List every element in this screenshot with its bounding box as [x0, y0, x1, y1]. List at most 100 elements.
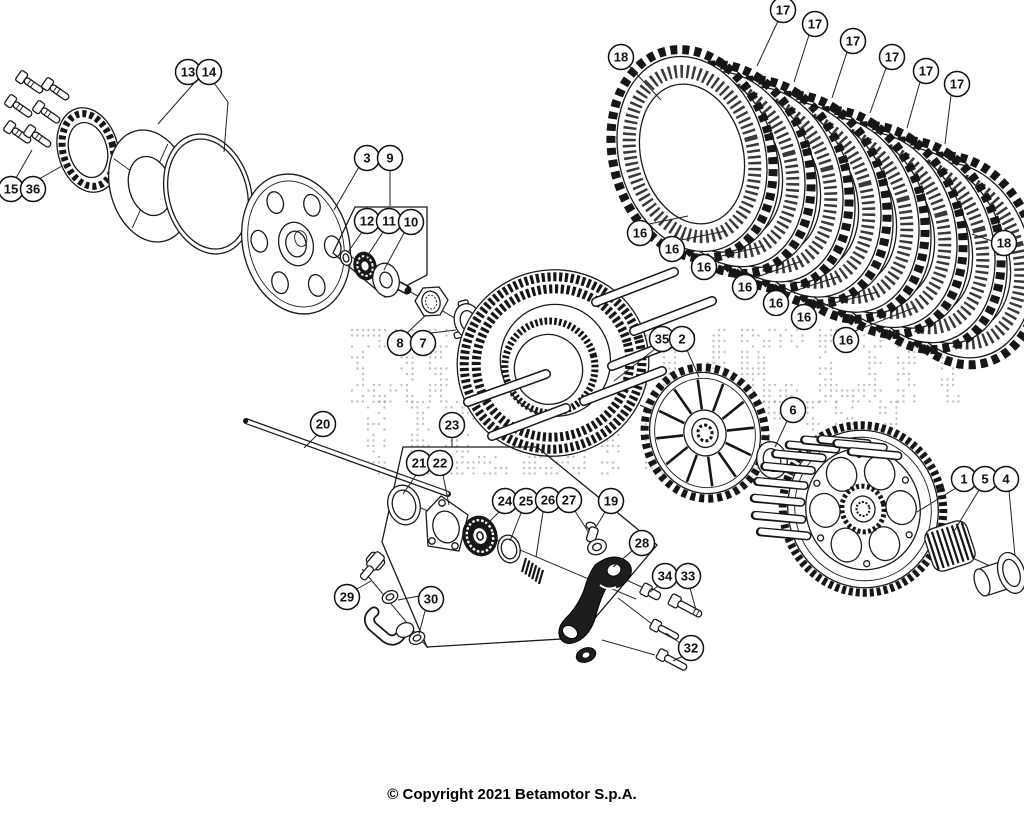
pressure-plate	[640, 363, 770, 503]
svg-text:16: 16	[839, 333, 853, 348]
callout-26: 26	[534, 486, 562, 558]
callout-19: 19	[595, 487, 625, 528]
actuator-gear	[462, 515, 498, 557]
svg-text:23: 23	[445, 418, 459, 433]
svg-text:17: 17	[846, 34, 860, 49]
outer-ring	[162, 133, 254, 255]
svg-text:24: 24	[498, 494, 513, 509]
svg-text:16: 16	[633, 226, 647, 241]
o-ring	[387, 484, 421, 526]
svg-text:16: 16	[697, 260, 711, 275]
clutch-plate-stack	[606, 45, 1024, 370]
cover-bolts	[3, 70, 70, 148]
svg-text:15: 15	[4, 182, 18, 197]
svg-text:21: 21	[412, 456, 426, 471]
svg-text:34: 34	[658, 569, 673, 584]
clutch-basket	[749, 421, 948, 597]
callout-33: 33	[674, 562, 702, 611]
callout-21: 21	[402, 449, 433, 495]
svg-text:11: 11	[382, 214, 396, 229]
retainer-plate	[425, 495, 469, 552]
callout-18: 18	[607, 43, 662, 101]
toothed-drive-ring	[56, 107, 120, 193]
svg-text:17: 17	[950, 77, 964, 92]
svg-text:12: 12	[360, 214, 374, 229]
callout-16: 16	[762, 275, 841, 317]
svg-text:2: 2	[678, 332, 685, 347]
push-rod	[243, 418, 451, 497]
callout-16: 16	[626, 215, 689, 247]
callout-16: 16	[832, 306, 917, 354]
callout-30: 30	[397, 585, 445, 635]
long-bolt	[667, 593, 703, 618]
svg-text:13: 13	[181, 65, 195, 80]
needle-bearing	[924, 520, 976, 572]
svg-text:3: 3	[363, 151, 370, 166]
callout-14: 14	[195, 58, 229, 153]
callout-16: 16	[731, 260, 803, 301]
svg-text:36: 36	[26, 182, 40, 197]
svg-text:19: 19	[604, 494, 618, 509]
callout-2: 2	[668, 325, 700, 378]
banjo-union	[363, 606, 426, 646]
bushing	[973, 551, 1024, 597]
callout-18: 18	[971, 229, 1018, 257]
callout-10: 10	[383, 208, 425, 271]
callout-16: 16	[790, 291, 879, 331]
svg-text:22: 22	[433, 456, 447, 471]
callout-16: 16	[658, 230, 727, 263]
mount-bolt	[655, 648, 688, 671]
svg-text:16: 16	[738, 280, 752, 295]
callout-17: 17	[906, 57, 940, 129]
svg-text:16: 16	[665, 242, 679, 257]
callout-6: 6	[774, 396, 807, 448]
release-lever	[558, 556, 632, 663]
svg-text:14: 14	[202, 65, 217, 80]
svg-text:6: 6	[789, 403, 796, 418]
callout-11: 11	[365, 207, 403, 259]
svg-text:10: 10	[404, 215, 418, 230]
banjo-bolt	[359, 551, 399, 605]
callout-28: 28	[612, 529, 656, 568]
svg-text:27: 27	[562, 493, 576, 508]
spring	[520, 557, 545, 585]
hub-nut	[414, 286, 449, 317]
callout-17: 17	[756, 0, 797, 67]
o-ring-small	[497, 534, 521, 564]
callout-7: 7	[409, 329, 457, 357]
callout-35: 35	[613, 325, 676, 382]
callout-16: 16	[690, 245, 765, 281]
callout-13: 13	[157, 58, 202, 125]
callout-34: 34	[649, 562, 679, 593]
toothed-washer-11	[353, 251, 377, 281]
svg-text:17: 17	[919, 64, 933, 79]
svg-text:32: 32	[684, 641, 698, 656]
callout-23: 23	[438, 411, 466, 447]
spacer-10	[372, 262, 412, 298]
copyright-text: © Copyright 2021 Betamotor S.p.A.	[387, 786, 637, 803]
svg-text:33: 33	[681, 569, 695, 584]
svg-text:17: 17	[808, 17, 822, 32]
callout-27: 27	[555, 486, 590, 534]
callout-17: 17	[869, 43, 906, 114]
svg-text:25: 25	[519, 494, 533, 509]
svg-text:17: 17	[776, 3, 790, 18]
callout-4: 4	[992, 465, 1020, 557]
callout-32: 32	[665, 632, 705, 662]
svg-text:18: 18	[997, 236, 1011, 251]
svg-text:29: 29	[340, 590, 354, 605]
svg-text:16: 16	[797, 310, 811, 325]
svg-text:35: 35	[655, 332, 669, 347]
clutch-hub-flange	[240, 173, 352, 315]
svg-text:9: 9	[386, 151, 393, 166]
svg-text:18: 18	[614, 50, 628, 65]
o-ring-12	[339, 249, 353, 267]
mount-bolt	[649, 618, 680, 640]
svg-text:1: 1	[960, 472, 967, 487]
hub-small-parts-group	[332, 206, 428, 298]
callout-24: 24	[483, 487, 519, 528]
callout-17: 17	[793, 10, 829, 83]
